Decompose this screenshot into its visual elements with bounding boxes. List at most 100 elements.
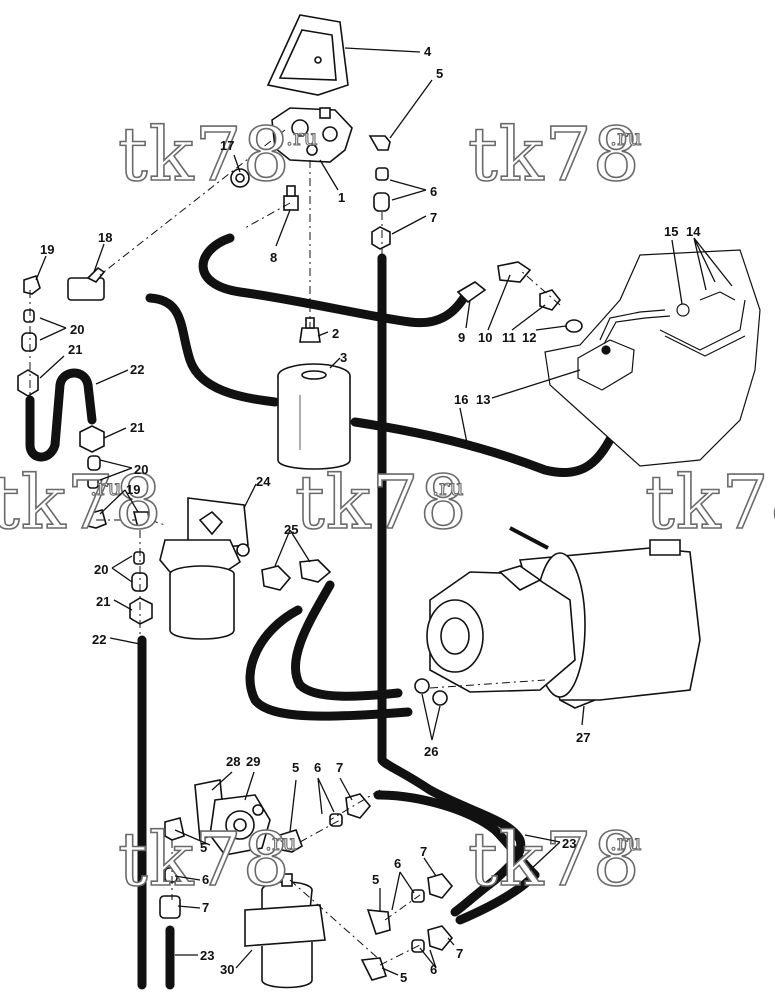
nut-7-lower-b <box>427 873 454 899</box>
callout-2: 2 <box>332 326 339 341</box>
alignment-lines <box>29 129 561 966</box>
nut-7-lower-c <box>427 925 454 951</box>
fitting-17 <box>230 168 250 188</box>
callout-21-mid: 21 <box>130 420 144 435</box>
watermark-top-left-suffix: .ru <box>286 126 318 151</box>
callout-7-bottom: 7 <box>456 946 463 961</box>
callout-12: 12 <box>522 330 536 345</box>
sleeve-6-left <box>164 867 178 883</box>
fitting-18 <box>67 266 106 301</box>
callout-5-bottom: 5 <box>400 970 407 985</box>
callout-25: 25 <box>284 522 298 537</box>
callout-30: 30 <box>220 962 234 977</box>
callout-5-mid: 5 <box>292 760 299 775</box>
callout-19-mid: 19 <box>126 482 140 497</box>
injection-pump-13 <box>577 339 635 391</box>
hose-25-outer <box>245 605 413 721</box>
nut-21-mid <box>79 425 105 453</box>
callout-6-mid: 6 <box>314 760 321 775</box>
parts <box>17 14 761 989</box>
callout-29: 29 <box>246 754 260 769</box>
watermark-top-right: tk78 <box>468 112 641 198</box>
electric-pump-27 <box>426 526 701 709</box>
hose-25-inner <box>291 580 403 701</box>
fitting-25-a <box>261 565 292 591</box>
elbow-19-mid-right <box>132 511 151 529</box>
watermark-mid-center: tk78 <box>295 460 468 546</box>
sleeve-6b-top <box>373 192 390 212</box>
nut-21-top <box>17 369 39 397</box>
callout-7-right: 7 <box>420 844 427 859</box>
callout-20-top: 20 <box>70 322 84 337</box>
watermark-top-right-suffix: .ru <box>610 126 642 151</box>
sleeve-20-mid-b <box>87 475 99 489</box>
hose-head-to-injector <box>198 233 470 328</box>
callout-24: 24 <box>256 474 271 489</box>
watermark-bottom-right: tk78 <box>468 817 641 903</box>
sleeve-20-top-b <box>21 332 37 352</box>
callout-5-left: 5 <box>200 840 207 855</box>
leader-lines <box>35 47 733 976</box>
watermark-top-left: tk78 <box>118 112 291 198</box>
callout-6-right: 6 <box>394 856 401 871</box>
fitting-8 <box>283 185 299 211</box>
callout-1: 1 <box>338 190 345 205</box>
watermark-mid-left: tk78 <box>0 460 163 546</box>
watermark-mid-right: tk78 <box>645 460 775 546</box>
nut-7-top <box>371 226 391 250</box>
elbow-19-top <box>23 274 41 295</box>
lift-pump-28-29 <box>194 779 271 856</box>
watermark-bottom-right-suffix: .ru <box>610 831 642 856</box>
callout-5-right: 5 <box>372 872 379 887</box>
callout-labels: 4 5 6 7 1 17 8 2 3 9 10 11 12 13 16 15 1… <box>40 44 701 985</box>
callout-18: 18 <box>98 230 112 245</box>
callout-13: 13 <box>476 392 490 407</box>
nut-21-low <box>129 597 153 625</box>
water-separator-24 <box>159 497 250 640</box>
fitting-25-b <box>299 559 332 583</box>
hose-23-lower <box>455 870 540 925</box>
callout-11: 11 <box>502 330 516 345</box>
washer-12 <box>565 319 583 333</box>
injector-lines-14 <box>599 299 746 357</box>
watermark-bottom-left: tk78 <box>118 817 291 903</box>
callout-20-mid: 20 <box>134 462 148 477</box>
callout-22-low: 22 <box>92 632 106 647</box>
callout-5-top: 5 <box>436 66 443 81</box>
callout-22-top: 22 <box>130 362 144 377</box>
callout-6-bottom: 6 <box>430 962 437 977</box>
fuel-filter-3 <box>277 363 351 470</box>
nut-7-left <box>159 895 181 919</box>
callout-16: 16 <box>454 392 468 407</box>
sleeve-20-mid <box>87 455 101 471</box>
engine-block <box>544 249 761 467</box>
callout-20-low: 20 <box>94 562 108 577</box>
callout-26: 26 <box>424 744 438 759</box>
callout-10: 10 <box>478 330 492 345</box>
fuel-pump-30 <box>244 873 326 989</box>
callout-23-left: 23 <box>200 948 214 963</box>
callout-23-mid: 23 <box>562 836 576 851</box>
sleeve-20-low-a <box>133 551 145 565</box>
clamp-26-a <box>414 678 430 694</box>
callout-14: 14 <box>686 224 701 239</box>
elbow-19-mid-left <box>87 509 107 529</box>
hose-23-upper <box>373 790 540 880</box>
watermark-mid-center-suffix: .ru <box>432 476 464 501</box>
mounting-bracket-4 <box>266 14 349 96</box>
elbow-5-mid <box>279 829 303 853</box>
nut-7-lower-a <box>345 793 372 819</box>
hose-22-loop <box>25 368 97 462</box>
callout-8: 8 <box>270 250 277 265</box>
elbow-fitting-5-top <box>368 135 391 151</box>
callout-21-top: 21 <box>68 342 82 357</box>
elbow-5-bottom <box>360 957 388 981</box>
callout-3: 3 <box>340 350 347 365</box>
fitting-2 <box>299 317 321 343</box>
callout-28: 28 <box>226 754 240 769</box>
clamp-15 <box>676 303 690 317</box>
callout-27: 27 <box>576 730 590 745</box>
callout-7-mid: 7 <box>336 760 343 775</box>
elbow-5-left <box>164 817 185 841</box>
